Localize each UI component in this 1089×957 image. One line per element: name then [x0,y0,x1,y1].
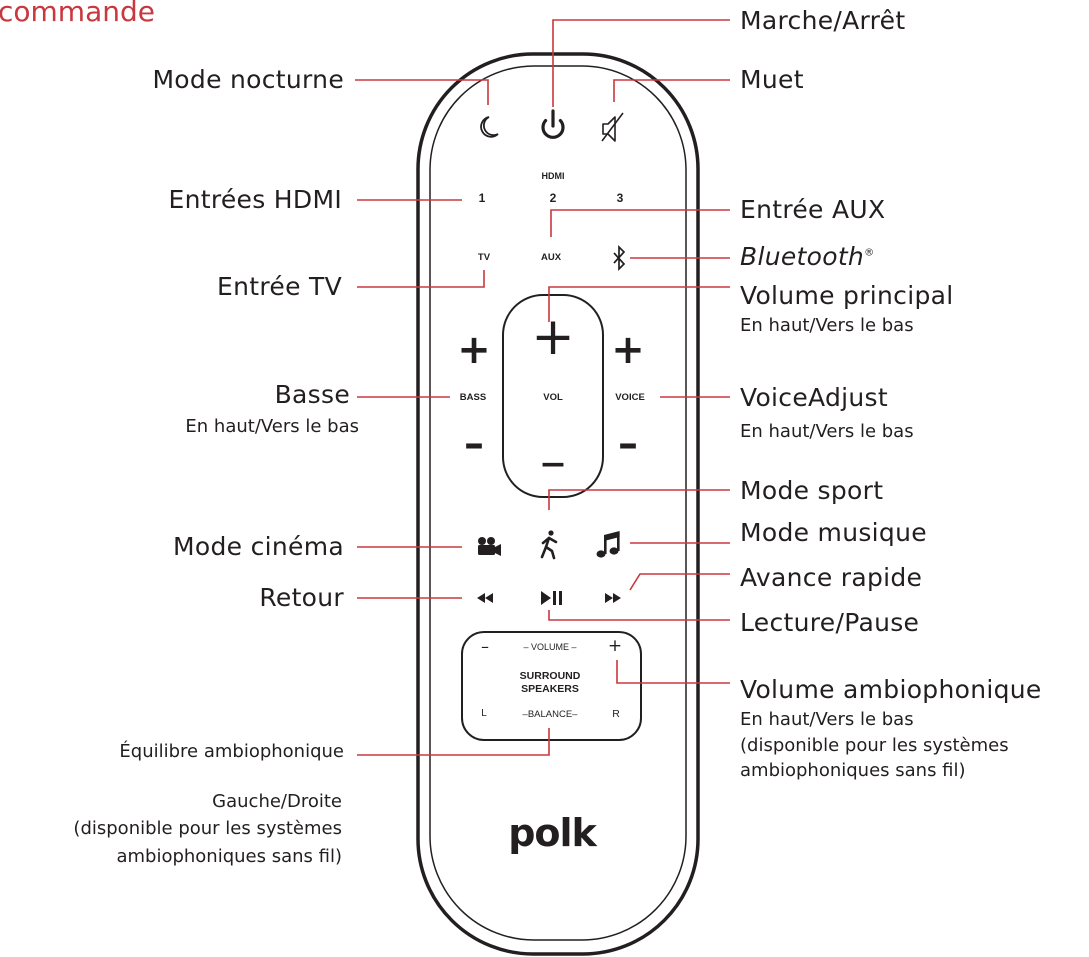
hdmi-label: HDMI [541,171,565,181]
label-balance-sub2: (disponible pour les systèmes [73,818,342,839]
leader-surround-volume [616,660,730,684]
leader-forward [629,573,730,591]
voice-down-button[interactable]: – [618,421,638,467]
leader-night [355,79,489,105]
label-main-volume: Volume principal [740,281,954,310]
label-surround-volume-sub2: (disponible pour les systèmes [740,735,1009,756]
label-aux-input: Entrée AUX [740,195,886,224]
balance-label: –BALANCE– [522,709,578,720]
leader-balance [357,728,550,756]
fast-forward-icon [605,593,621,603]
power-button[interactable] [538,106,568,136]
sport-mode-button[interactable] [536,528,564,562]
speakers-label: SPEAKERS [521,683,579,695]
mute-button[interactable] [598,110,628,144]
balance-left-button[interactable]: L [481,708,487,719]
hdmi-1-button[interactable]: 1 [478,191,486,205]
label-balance-sub1: Gauche/Droite [212,791,342,812]
leader-aux [550,209,730,237]
label-voice-adjust: VoiceAdjust [740,383,888,412]
label-fast-forward: Avance rapide [740,563,923,592]
vol-label: VOL [543,392,563,403]
label-night-mode: Mode nocturne [152,65,344,94]
remote-inner-shell [429,65,687,941]
label-main-volume-sub: En haut/Vers le bas [740,315,914,336]
label-surround-volume: Volume ambiophonique [740,675,1042,704]
polk-logo: polk [508,811,597,855]
label-mute: Muet [740,65,804,94]
label-surround-volume-sub1: En haut/Vers le bas [740,709,914,730]
aux-button[interactable]: AUX [540,252,562,263]
surround-volume-label: – VOLUME – [523,642,577,652]
bass-down-button[interactable]: – [464,421,484,467]
surround-volume-down-button[interactable]: – [481,637,489,656]
leader-play [548,610,730,621]
label-cinema-mode: Mode cinéma [173,532,344,561]
label-tv-input: Entrée TV [217,272,342,301]
leader-mute [613,79,730,102]
leader-power [552,19,730,107]
movie-camera-icon [478,537,501,556]
surround-label: SURROUND [519,670,581,682]
leader-volume [548,286,730,322]
bass-label: BASS [459,392,487,403]
hdmi-3-button[interactable]: 3 [616,191,624,205]
voice-label: VOICE [615,392,645,403]
music-mode-button[interactable] [594,528,624,562]
label-bluetooth: Bluetooth® [740,242,875,271]
back-button[interactable] [472,588,498,608]
label-music-mode: Mode musique [740,518,927,547]
label-bass: Basse [274,380,350,409]
music-note-icon [596,531,620,558]
volume-up-button[interactable]: + [531,307,575,367]
surround-volume-up-button[interactable]: + [607,636,623,656]
volume-down-button[interactable]: – [540,432,566,492]
mute-icon [601,112,624,142]
page-title: commande [0,0,155,28]
hdmi-2-button[interactable]: 2 [549,191,557,205]
power-icon [541,109,565,139]
registered-mark: ® [864,247,875,259]
sport-icon [540,530,558,560]
bluetooth-icon [613,244,626,272]
label-hdmi-inputs: Entrées HDMI [168,185,342,214]
night-mode-button[interactable] [473,110,505,142]
label-surround-volume-sub3: ambiophoniques sans fil) [740,760,966,781]
leader-lines [355,19,730,756]
remote-outer-shell [416,52,700,956]
volume-rocker [502,294,604,498]
label-bass-sub: En haut/Vers le bas [185,416,359,437]
bass-up-button[interactable]: + [457,327,491,373]
surround-panel [461,631,642,741]
label-play-pause: Lecture/Pause [740,608,920,637]
label-voice-adjust-sub: En haut/Vers le bas [740,421,914,442]
label-back: Retour [259,583,344,612]
leader-sport [548,489,730,510]
voice-up-button[interactable]: + [611,327,645,373]
label-power: Marche/Arrêt [740,6,906,35]
tv-button[interactable]: TV [477,252,491,263]
bluetooth-button[interactable] [607,244,631,274]
label-balance-sub3: ambiophoniques sans fil) [116,846,342,867]
cinema-mode-button[interactable] [472,530,506,562]
balance-right-button[interactable]: R [612,708,620,720]
night-mode-icon [480,116,499,138]
play-pause-icon [541,591,562,605]
label-sport-mode: Mode sport [740,476,884,505]
label-surround-balance: Équilibre ambiophonique [119,741,344,762]
rewind-icon [477,593,493,603]
play-pause-button[interactable] [536,588,566,608]
fast-forward-button[interactable] [602,588,626,608]
leader-tv [357,270,485,288]
